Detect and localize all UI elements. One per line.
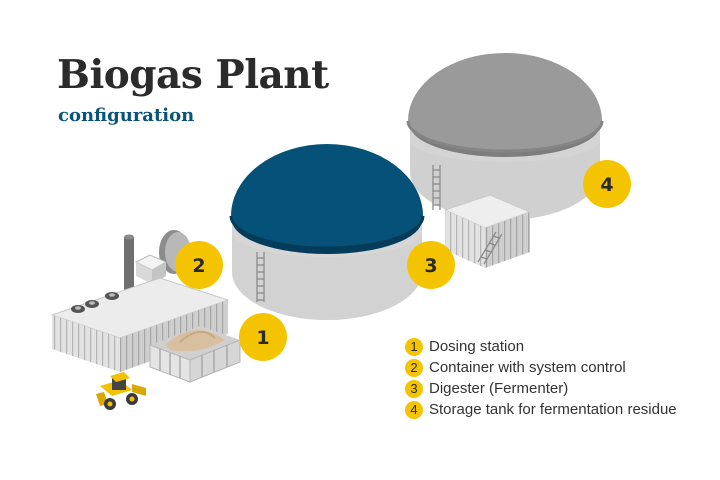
legend-item-dosing-station: 1 Dosing station [405,336,677,357]
legend-label: Digester (Fermenter) [429,380,569,397]
legend-number: 1 [405,337,423,356]
badge-4: 4 [583,160,631,208]
legend: 1 Dosing station 2 Container with system… [405,336,677,420]
container-stairs [477,231,503,265]
storage-ladder [432,165,441,210]
legend-label: Container with system control [429,359,626,376]
legend-label: Dosing station [429,338,525,355]
legend-number: 4 [405,400,423,419]
diagram-subtitle: configuration [58,105,195,126]
legend-item-container: 2 Container with system control [405,357,677,378]
digester-tank [229,144,425,320]
dosing-station [149,326,241,383]
control-container [443,194,532,268]
storage-tank [406,53,604,220]
legend-number: 3 [405,379,423,398]
legend-item-storage-tank: 4 Storage tank for fermentation residue [405,399,677,420]
legend-number: 2 [405,358,423,377]
legend-item-digester: 3 Digester (Fermenter) [405,378,677,399]
diagram-title: Biogas Plant [57,52,329,98]
badge-4-label: 4 [600,174,613,196]
badge-3-label: 3 [424,255,437,277]
badge-3: 3 [407,241,455,289]
badge-2: 2 [175,241,223,289]
digester-ladder [256,252,265,302]
badge-2-label: 2 [192,255,205,277]
badge-1-label: 1 [256,327,269,349]
legend-label: Storage tank for fermentation residue [429,401,677,418]
wheel-loader [96,372,146,410]
badge-1: 1 [239,313,287,361]
